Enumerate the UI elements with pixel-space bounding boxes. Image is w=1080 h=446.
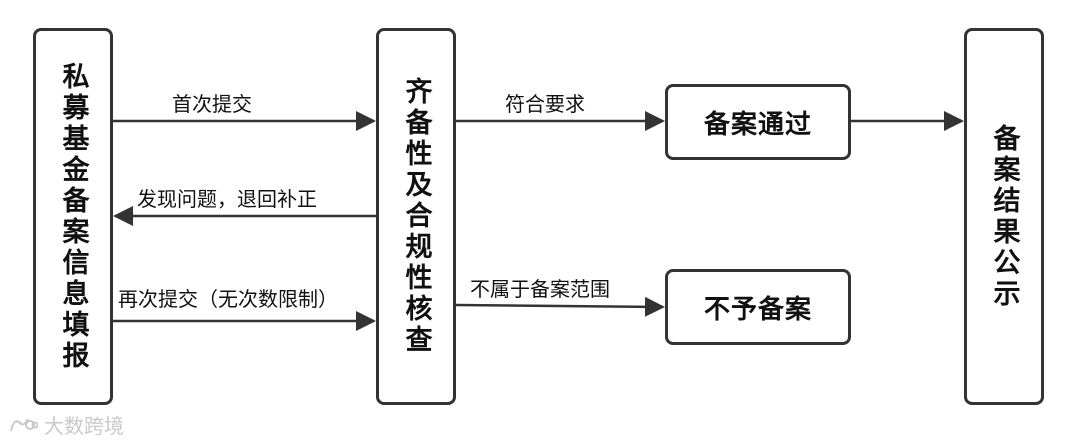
edge-label-first-submit: 首次提交: [172, 92, 252, 116]
node-info-filing: 私募基金备案信息填报: [33, 28, 113, 405]
edge-label-not-in-scope: 不属于备案范围: [470, 277, 610, 301]
watermark: 大数跨境: [8, 410, 124, 439]
arrow-not-in-scope: [455, 296, 665, 317]
node-result-publish: 备案结果公示: [964, 28, 1044, 405]
edge-label-return-fix: 发现问题，退回补正: [137, 187, 317, 211]
watermark-text: 大数跨境: [44, 414, 124, 438]
node-compliance-review-label: 齐备性及合规性核查: [400, 77, 432, 356]
node-info-filing-label: 私募基金备案信息填报: [57, 61, 89, 372]
node-filing-approved: 备案通过: [665, 84, 851, 160]
brand-logo-icon: [10, 418, 38, 431]
node-compliance-review: 齐备性及合规性核查: [376, 28, 456, 405]
node-filing-approved-label: 备案通过: [703, 109, 812, 140]
node-filing-rejected: 不予备案: [665, 269, 851, 345]
edge-label-resubmit: 再次提交（无次数限制）: [118, 287, 338, 311]
node-filing-rejected-label: 不予备案: [703, 294, 812, 325]
node-result-publish-label: 备案结果公示: [988, 123, 1020, 310]
edge-label-meets: 符合要求: [505, 92, 585, 116]
